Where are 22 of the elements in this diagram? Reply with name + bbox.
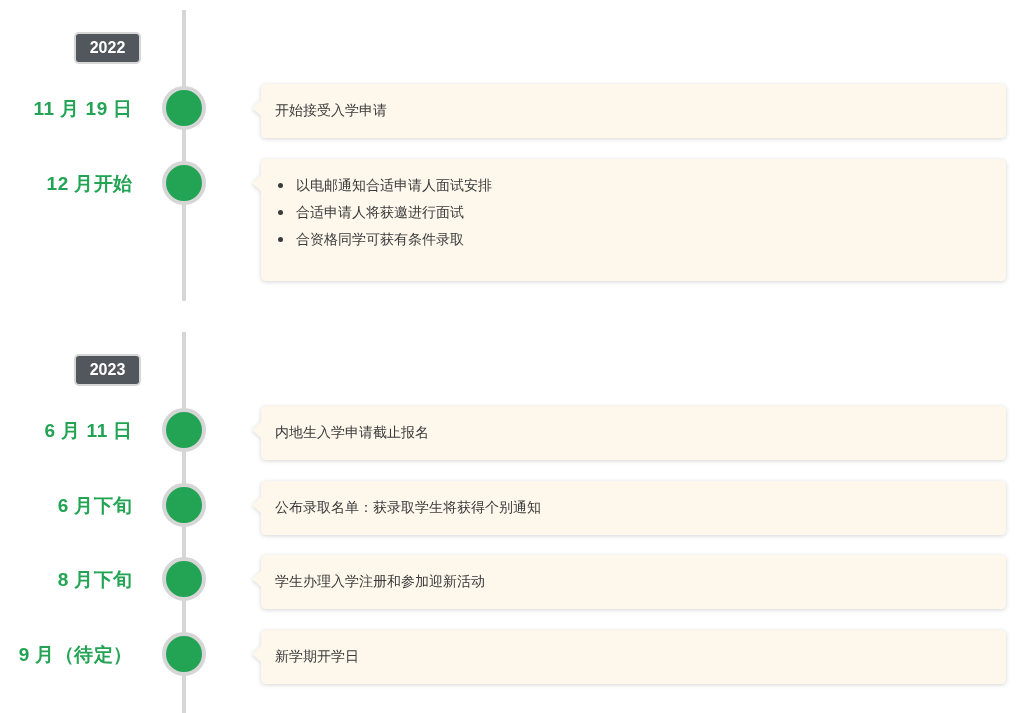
date-label: 6 月 11 日: [43, 419, 133, 443]
year-tag: 2023: [74, 354, 141, 386]
date-label: 11 月 19 日: [32, 97, 133, 121]
event-card: [252, 406, 1006, 460]
date-label: 12 月开始: [45, 172, 133, 196]
event-text: 内地生入学申请截止报名: [275, 423, 430, 442]
year-tag: 2022: [74, 32, 141, 64]
event-text: 开始接受入学申请: [275, 101, 388, 120]
event-card: [252, 555, 1006, 609]
event-text: 学生办理入学注册和参加迎新活动: [275, 572, 486, 591]
event-text: 公布录取名单：获录取学生将获得个别通知: [275, 498, 542, 517]
date-label: 8 月下旬: [56, 568, 133, 592]
event-card: [252, 84, 1006, 138]
list-item: 以电邮通知合适申请人面试安排: [296, 176, 492, 195]
event-card: [252, 481, 1006, 535]
event-card: [252, 630, 1006, 684]
date-label: 9 月（待定）: [17, 643, 133, 667]
list-item: 合适申请人将获邀进行面试: [296, 203, 464, 222]
event-card: [252, 159, 1006, 281]
date-label: 6 月下旬: [56, 494, 133, 518]
list-item: 合资格同学可获有条件录取: [296, 230, 464, 249]
event-text: 新学期开学日: [275, 647, 360, 666]
